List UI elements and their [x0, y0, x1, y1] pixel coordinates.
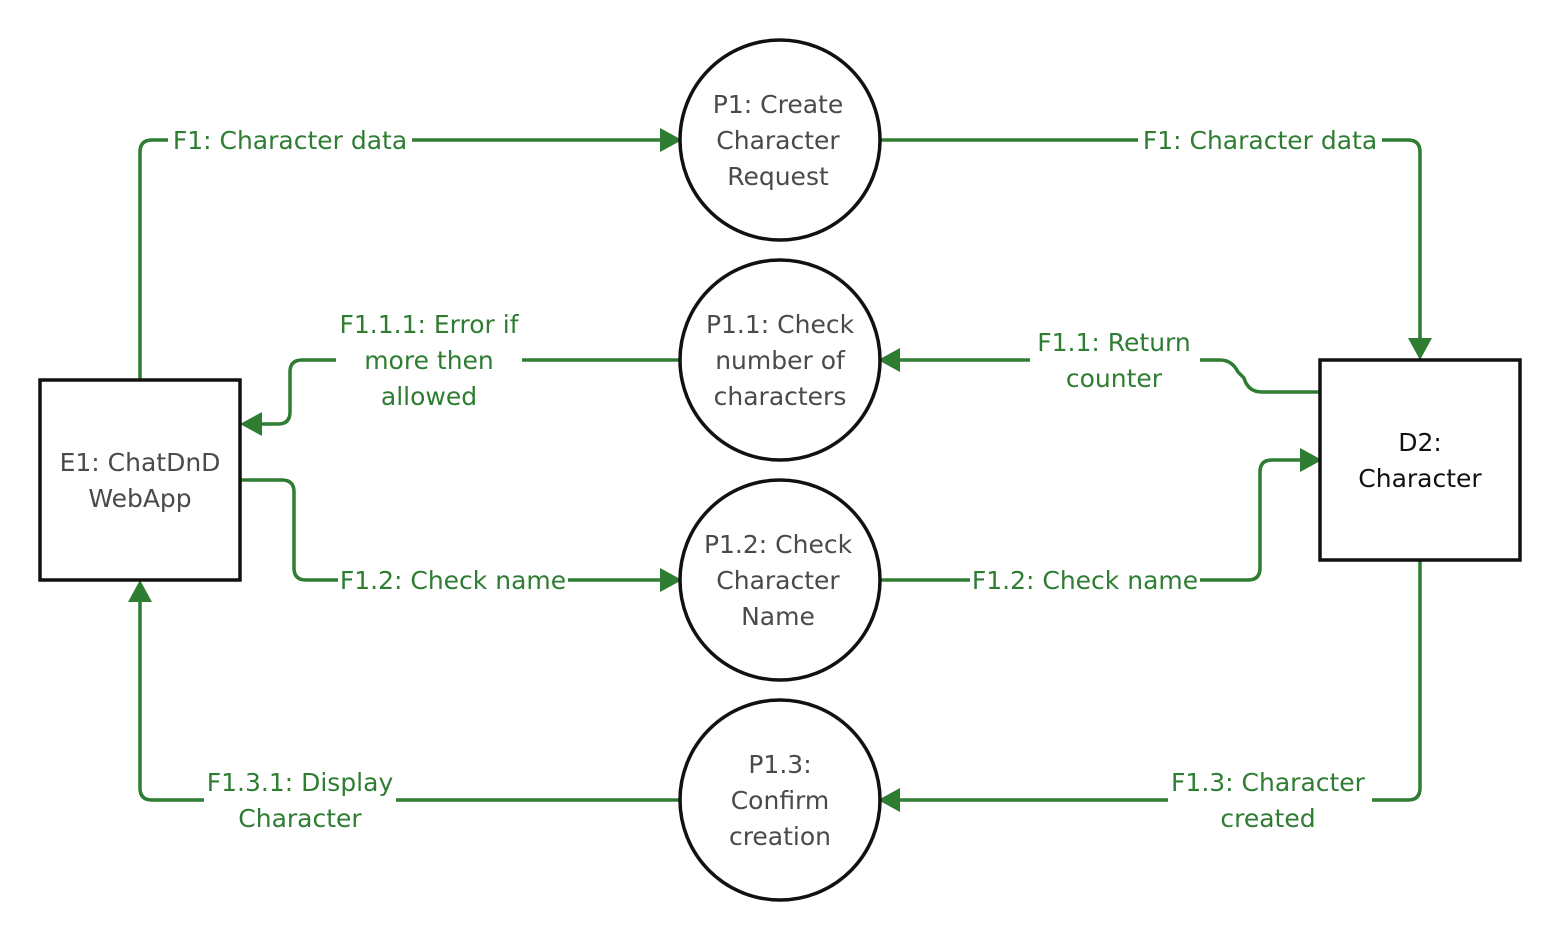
text-line: number of	[715, 346, 846, 375]
flow-label-f1-left: F1: Character data	[168, 122, 412, 158]
arrowhead-e1-bottom	[128, 580, 152, 602]
text-line: F1: Character data	[1143, 126, 1377, 155]
datastore-d2-character: D2: Character	[1318, 358, 1522, 562]
flow-label-f111: F1.1.1: Error if more then allowed	[336, 306, 522, 414]
flow-label-f12-right: F1.2: Check name	[970, 562, 1200, 598]
text-line: P1.1: Check	[706, 310, 855, 339]
text-line: Confirm	[731, 786, 830, 815]
flow-label-f1-right: F1: Character data	[1138, 122, 1382, 158]
text-line: F1.2: Check name	[340, 566, 566, 595]
flow-f12-e1-to-p12	[240, 478, 662, 582]
text-line: F1.2: Check name	[972, 566, 1198, 595]
flow-f11-d2-to-p11	[900, 358, 1320, 394]
flow-f12-p12-to-d2	[880, 458, 1300, 582]
arrowhead-e1-right	[240, 412, 262, 436]
svg-text:F1: Character data: F1: Character data	[173, 126, 407, 155]
text-line: counter	[1066, 364, 1163, 393]
svg-text:F1.2: Check name: F1.2: Check name	[340, 566, 566, 595]
text-line: Character	[716, 126, 840, 155]
arrowhead-p11-right	[878, 348, 900, 372]
text-line: P1: Create	[713, 90, 843, 119]
flow-label-f13: F1.3: Character created	[1168, 764, 1372, 836]
flow-f1-p1-to-d2	[880, 138, 1422, 340]
text-line: Character	[238, 804, 362, 833]
text-line: creation	[729, 822, 831, 851]
flow-f131-p13-to-e1	[138, 602, 680, 802]
text-line: P1.2: Check	[704, 530, 853, 559]
entity-e1-chatdnd-webapp: E1: ChatDnD WebApp	[38, 378, 242, 582]
text-line: F1.1.1: Error if	[340, 310, 520, 339]
text-line: F1.1: Return	[1037, 328, 1190, 357]
text-line: D2:	[1398, 428, 1442, 457]
text-line: F1: Character data	[173, 126, 407, 155]
text-line: Character	[716, 566, 840, 595]
process-p11-check-number-of-characters: P1.1: Check number of characters	[678, 258, 882, 462]
text-line: F1.3: Character	[1171, 768, 1366, 797]
text-line: Request	[727, 162, 829, 191]
text-line: characters	[714, 382, 847, 411]
arrowhead-p13-right	[878, 788, 900, 812]
arrowhead-d2-top	[1408, 338, 1432, 360]
text-line: more then	[364, 346, 494, 375]
svg-text:F1: Character data: F1: Character data	[1143, 126, 1377, 155]
flow-f111-p11-to-e1	[262, 358, 680, 426]
text-line: Name	[741, 602, 815, 631]
text-line: WebApp	[88, 484, 191, 513]
flow-f13-d2-to-p13	[900, 560, 1422, 802]
flow-label-f12-left: F1.2: Check name	[338, 562, 568, 598]
arrowhead-p1-left	[660, 128, 682, 152]
process-p13-confirm-creation: P1.3: Confirm creation	[678, 698, 882, 902]
text-line: E1: ChatDnD	[60, 448, 221, 477]
flow-label-f11: F1.1: Return counter	[1030, 324, 1200, 396]
text-line: allowed	[381, 382, 477, 411]
text-line: P1.3:	[748, 750, 811, 779]
svg-text:D2:Character: D2: Character	[1358, 428, 1482, 493]
flow-f1-e1-to-p1	[138, 138, 662, 380]
text-line: created	[1220, 804, 1315, 833]
arrowhead-p12-left	[660, 568, 682, 592]
text-line: Character	[1358, 464, 1482, 493]
svg-text:F1.2: Check name: F1.2: Check name	[972, 566, 1198, 595]
arrowhead-d2-left	[1300, 448, 1322, 472]
text-line: F1.3.1: Display	[207, 768, 394, 797]
